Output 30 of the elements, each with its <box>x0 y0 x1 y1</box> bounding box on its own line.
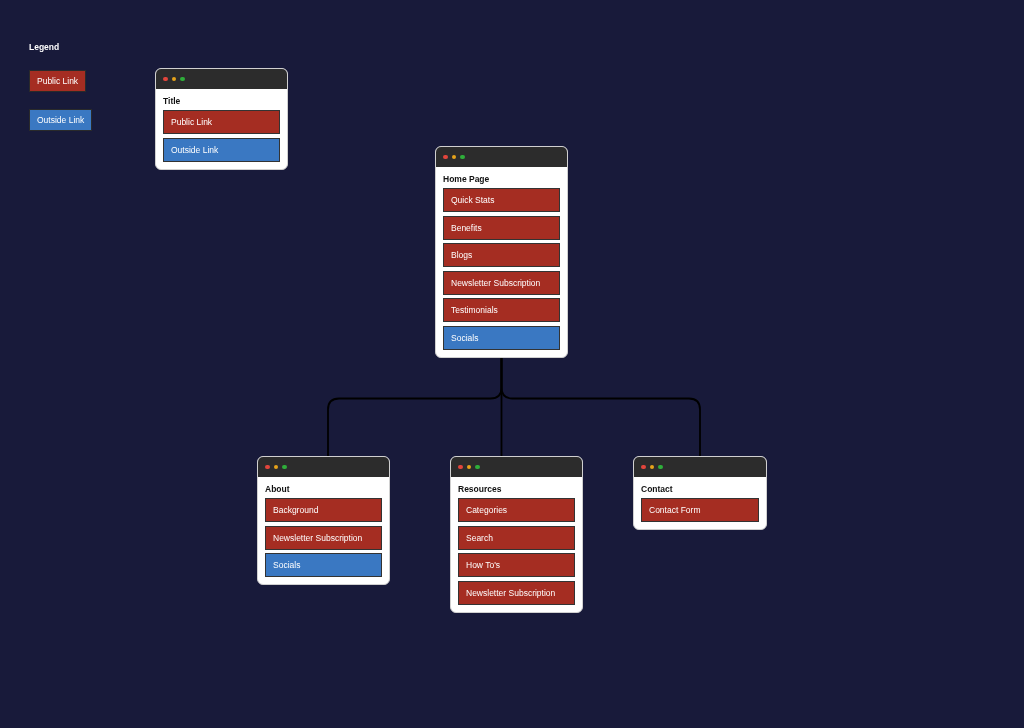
link-item: Newsletter Subscription <box>265 525 382 550</box>
link-item: Socials <box>265 553 382 577</box>
browser-window-card <box>155 68 288 170</box>
link-item: Benefits <box>443 215 560 240</box>
link-item: Outside Link <box>163 137 280 162</box>
link-item: How To's <box>458 553 575 577</box>
link-item: Newsletter Subscription <box>458 580 575 605</box>
browser-window-card <box>450 456 583 613</box>
link-item: Newsletter Subscription <box>443 270 560 295</box>
browser-window-card <box>257 456 390 585</box>
link-item: Background <box>265 498 382 522</box>
link-item: Socials <box>443 325 560 350</box>
page-title: Title <box>163 96 182 106</box>
link-item: Blogs <box>443 243 560 267</box>
page-title: Contact <box>641 484 674 494</box>
legend-heading: Legend <box>29 42 60 52</box>
browser-window-card <box>435 146 568 358</box>
link-item: Testimonials <box>443 298 560 322</box>
browser-window-card <box>633 456 767 530</box>
page-title: About <box>265 484 291 494</box>
link-item: Categories <box>458 498 575 522</box>
link-item: Quick Stats <box>443 188 560 212</box>
link-item: Search <box>458 525 575 550</box>
connector-line <box>500 356 701 457</box>
legend-swatch: Outside Link <box>29 109 93 131</box>
page-title: Resources <box>458 484 503 494</box>
legend-swatch: Public Link <box>29 70 87 92</box>
page-title: Home Page <box>443 174 491 184</box>
link-item: Contact Form <box>641 498 759 522</box>
link-item: Public Link <box>163 110 280 134</box>
